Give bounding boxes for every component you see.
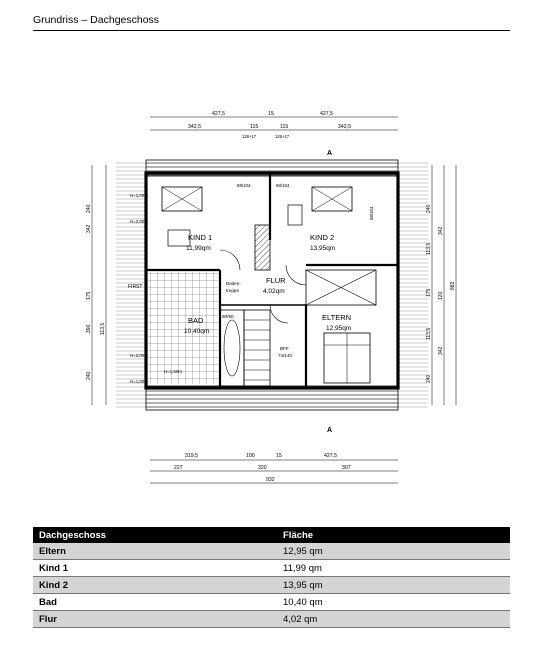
bad-tiles — [148, 272, 218, 384]
label-stair-1: Boden- — [226, 281, 241, 286]
dim-right-9: 342 — [438, 346, 444, 355]
row-room: Bad — [33, 593, 277, 611]
dim-right-7: 882 — [450, 281, 456, 290]
row-room: Kind 2 — [33, 576, 277, 594]
label-height-3: H=2,00m — [130, 353, 148, 358]
desk-kind2 — [287, 204, 303, 226]
section-mark-top: A — [327, 150, 332, 157]
bed-kind1 — [161, 186, 203, 212]
dim-left-0: 240 — [86, 204, 92, 213]
room-kind1-area: 11,99qm — [186, 245, 211, 252]
row-area: 4,02 qm — [277, 610, 510, 628]
label-height-1: H=1,00m — [130, 193, 148, 198]
dim-right-3: 113,5 — [426, 243, 432, 255]
dim-right-8: 113,5 — [426, 328, 432, 340]
dim-top-8: 342,5 — [338, 124, 351, 130]
label-stair-2: treppe — [226, 288, 239, 293]
dim-left-1: 342 — [86, 224, 92, 233]
row-room: Eltern — [33, 543, 277, 560]
label-bff-size: 74/140 — [278, 353, 292, 358]
area-table: Dachgeschoss Fläche Eltern 12,95 qm Kind… — [33, 527, 510, 628]
section-mark-bottom: A — [327, 427, 332, 434]
dim-top-5: 342,5 — [188, 124, 201, 130]
dim-left-6: 113,5 — [100, 323, 106, 335]
dim-bottom-12: 932 — [266, 477, 275, 483]
dim-top-6: 115 — [250, 124, 258, 130]
page-title: Grundriss – Dachgeschoss — [33, 14, 160, 26]
desk-kind1 — [167, 229, 191, 247]
dim-right-11: 240 — [426, 374, 432, 383]
bathtub — [219, 309, 245, 387]
room-kind2-name: KIND 2 — [310, 233, 334, 242]
label-window-2: 88/104 — [276, 183, 290, 188]
label-bff: BFF — [280, 346, 289, 351]
label-first: FIRST — [128, 284, 142, 290]
room-bad-area: 10,40qm — [184, 328, 209, 335]
dim-bottom-4: 15 — [276, 453, 282, 459]
table-row: Eltern 12,95 qm — [33, 543, 510, 560]
roof-left — [116, 160, 146, 410]
dim-right-6: 120 — [438, 291, 444, 300]
wardrobe — [305, 269, 377, 306]
dim-bottom-9: 320 — [258, 465, 267, 471]
dim-left-4: 175 — [86, 291, 92, 300]
label-window-3: 88/104 — [369, 206, 374, 220]
roof-right — [398, 160, 428, 410]
dim-top-2: 15 — [268, 111, 274, 117]
row-room: Flur — [33, 610, 277, 628]
label-door-bad: 90/90 — [222, 314, 234, 319]
label-height-5: H=1,50m — [164, 369, 182, 374]
dim-bottom-7: 227 — [174, 465, 183, 471]
label-height-4: H=1,00m — [130, 379, 148, 384]
dim-bottom-5: 427,5 — [324, 453, 337, 459]
label-height-2: H=2,00m — [130, 219, 148, 224]
dim-top-9: 128+17 — [242, 134, 257, 139]
floor-plan: KIND 1 11,99qm KIND 2 13,95qm FLUR 4,02q… — [86, 111, 457, 484]
dim-top-7: 115 — [280, 124, 288, 130]
roof-eave-bottom — [145, 385, 399, 411]
wardrobe-cross — [305, 269, 377, 306]
bed-kind2 — [311, 186, 353, 212]
row-area: 11,99 qm — [277, 559, 510, 577]
dim-top-1: 427,5 — [212, 111, 225, 117]
row-area: 12,95 qm — [277, 543, 510, 560]
dim-right-1: 240 — [426, 204, 432, 213]
header-room: Dachgeschoss — [33, 527, 277, 543]
dim-bottom-3: 100 — [246, 453, 255, 459]
dim-right-2: 342 — [438, 226, 444, 235]
row-area: 13,95 qm — [277, 576, 510, 594]
room-bad-name: BAD — [188, 316, 204, 325]
header-area: Fläche — [277, 527, 510, 543]
row-area: 10,40 qm — [277, 593, 510, 611]
dim-left-8: 240 — [86, 371, 92, 380]
room-eltern-name: ELTERN — [322, 313, 351, 322]
dim-top-10: 128+17 — [275, 134, 290, 139]
room-kind1-name: KIND 1 — [188, 233, 212, 242]
table-row: Flur 4,02 qm — [33, 610, 510, 628]
stair — [243, 309, 271, 387]
label-window-1: 88/104 — [237, 183, 251, 188]
table-row: Kind 1 11,99 qm — [33, 559, 510, 577]
dim-top-3: 427,5 — [320, 111, 333, 117]
outer-wall — [144, 171, 400, 390]
room-flur-area: 4,02qm — [263, 288, 285, 295]
shaft — [254, 224, 271, 271]
room-kind2-area: 13,95qm — [310, 245, 335, 252]
table-row: Kind 2 13,95 qm — [33, 576, 510, 594]
table-row: Bad 10,40 qm — [33, 593, 510, 611]
dim-bottom-1: 319,5 — [185, 453, 198, 459]
dim-left-5: 390 — [86, 324, 92, 333]
title-rule — [33, 30, 510, 31]
room-eltern-area: 12,95qm — [326, 325, 351, 332]
dimension-lines — [91, 116, 457, 484]
row-room: Kind 1 — [33, 559, 277, 577]
dim-bottom-11: 307 — [342, 465, 351, 471]
area-table-header: Dachgeschoss Fläche — [33, 527, 510, 543]
dim-right-5: 175 — [426, 288, 432, 297]
room-flur-name: FLUR — [266, 276, 286, 285]
